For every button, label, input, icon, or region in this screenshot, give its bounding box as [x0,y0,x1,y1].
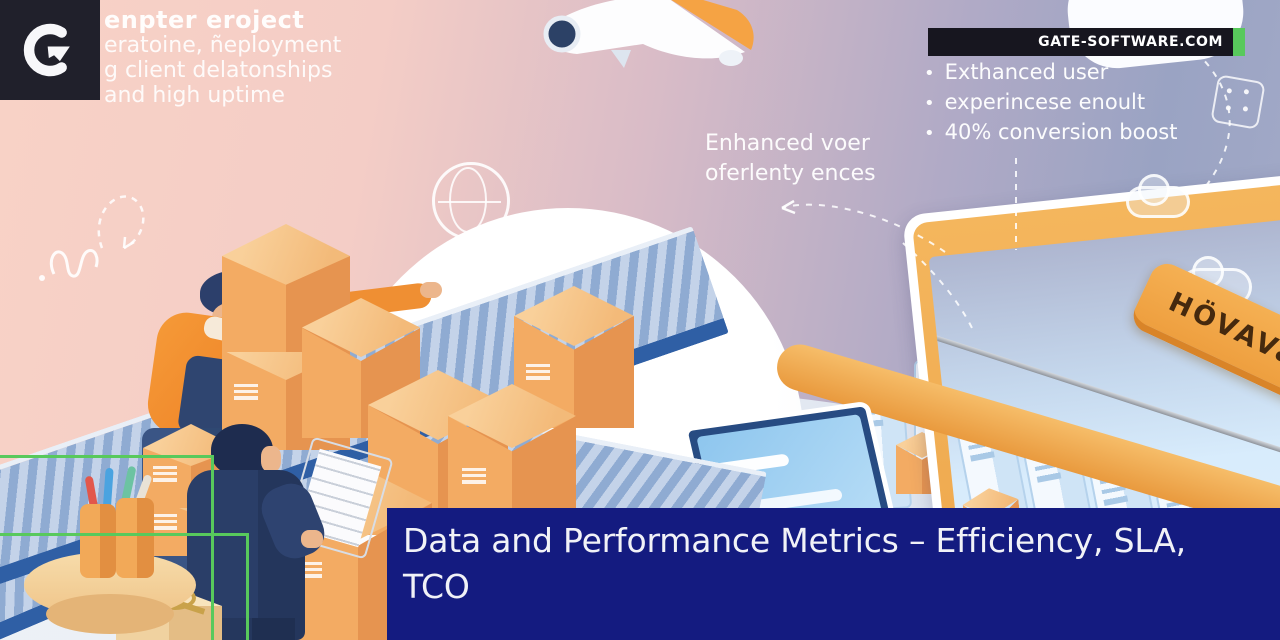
dice-sketch-icon [1210,74,1266,130]
chart-sketch-icon [39,195,145,281]
benefit-item: • Exthanced user [924,58,1177,88]
g-logo [0,0,100,100]
benefits-list: • Exthanced user • experincese enoult • … [924,58,1177,148]
worker-face [261,446,281,472]
bullet-icon: • [924,93,935,114]
annotation-rect [0,533,249,640]
benefit-item: • 40% conversion boost [924,118,1177,148]
annotation-rect [0,455,214,640]
hero-line: g client delatonships [104,58,333,83]
pencil-cup [116,498,154,578]
hero-text-block: enpter eroject eratoine, ñeployment g cl… [104,6,404,109]
benefit-label: 40% conversion boost [944,120,1178,144]
worker-hand [420,282,442,298]
cardboard-box [222,224,350,352]
site-banner: GATE-SOFTWARE.COM [928,28,1245,56]
hero-line: and high uptime [104,83,285,108]
hero-line: eratoine, ñeployment [104,33,342,58]
bullet-icon: • [924,63,935,84]
benefit-label: Exthanced user [944,60,1109,84]
worker-hand [301,530,323,548]
hero-headline: enpter eroject [104,6,305,34]
title-bar: Data and Performance Metrics – Efficienc… [387,508,1280,640]
caption-line: oferlenty ences [705,161,876,186]
bullet-icon: • [924,123,935,144]
g-logo-icon [23,23,70,77]
globe-sketch-icon [432,162,510,240]
cloud-icon [1126,174,1190,218]
cardboard-box [302,298,420,438]
drone-icon [543,0,754,68]
site-banner-text: GATE-SOFTWARE.COM [1038,34,1223,50]
caption-block: Enhanced voer oferlenty ences [705,129,876,189]
side-table [18,465,218,640]
table-base [46,594,174,634]
banner-green-tab [1233,28,1245,56]
caption-line: Enhanced voer [705,131,870,156]
title-line-1: Data and Performance Metrics – Efficienc… [403,521,1186,560]
pencil-cup [80,504,116,578]
benefit-label: experincese enoult [944,90,1146,114]
benefit-item: • experincese enoult [924,88,1177,118]
title-line-2: TCO [403,567,470,606]
